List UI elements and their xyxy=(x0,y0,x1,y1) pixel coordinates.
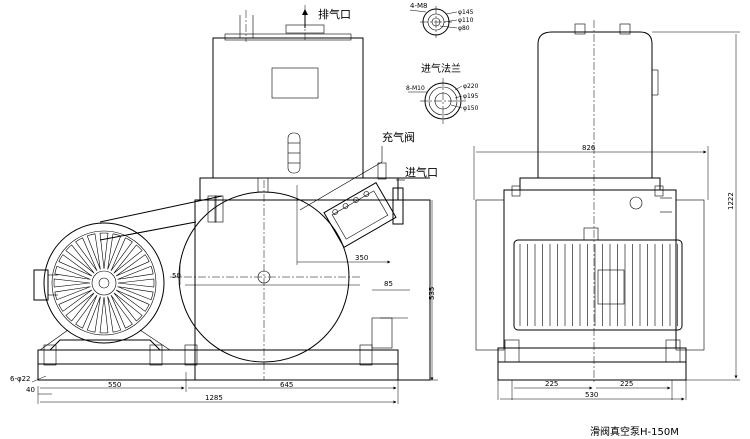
top-flange-d1: φ145 xyxy=(458,9,474,16)
side-nameplate xyxy=(271,67,319,99)
fan-blade xyxy=(107,233,122,270)
front-tank xyxy=(537,31,653,179)
fan-blade xyxy=(58,254,93,277)
front-base xyxy=(497,347,687,363)
fan-blade xyxy=(117,286,154,301)
motor-terminal-box-front xyxy=(597,269,625,305)
side-view: 排气口 进气口 充气阀 xyxy=(10,5,438,404)
inlet-label: 进气口 xyxy=(405,165,438,179)
exhaust-label: 排气口 xyxy=(318,7,351,21)
top-flange-detail: 4-M8 φ145 φ110 φ80 xyxy=(409,2,474,38)
inlet-flange-detail: 进气法兰 8-M10 φ220 φ195 φ150 xyxy=(406,62,479,124)
dim-550: 550 xyxy=(108,381,121,389)
dim-530: 530 xyxy=(585,391,598,399)
fan-blade xyxy=(99,296,109,334)
fan-blade xyxy=(75,237,98,272)
dim-6phi22: 6-φ22 xyxy=(10,375,31,383)
fan-blade xyxy=(65,244,95,274)
inlet-flange-d1: φ220 xyxy=(463,83,479,90)
fan-blade xyxy=(86,233,101,270)
fan-blade xyxy=(110,294,133,329)
inlet-flange-label: 进气法兰 xyxy=(421,62,461,75)
dim-225-right: 225 xyxy=(620,380,633,388)
fan-blade xyxy=(58,289,93,312)
dim-645: 645 xyxy=(280,381,293,389)
fan-blade xyxy=(117,265,154,280)
fan-blade xyxy=(113,244,143,274)
dim-535: 535 xyxy=(428,287,436,300)
top-flange-bolts: 4-M8 xyxy=(410,2,427,10)
dim-85: 85 xyxy=(384,280,393,288)
fan-blade xyxy=(115,254,150,277)
dim-40: 40 xyxy=(26,386,35,394)
fan-blade xyxy=(54,265,91,280)
top-flange-d3: φ80 xyxy=(458,25,470,32)
inlet-flange-bolts: 8-M10 xyxy=(406,85,425,92)
fan-blade xyxy=(75,294,98,329)
fan-blade xyxy=(113,292,143,322)
fan-blade xyxy=(65,292,95,322)
fan-blade xyxy=(99,232,109,270)
fan-blade xyxy=(53,278,91,288)
inflate-valve-label: 充气阀 xyxy=(382,130,415,144)
top-flange-d2: φ110 xyxy=(458,17,474,24)
fan-blade xyxy=(117,278,155,288)
inlet-manifold xyxy=(323,181,397,249)
dim-350: 350 xyxy=(355,254,368,262)
drawing-title: 滑阀真空泵H-150M xyxy=(590,425,679,438)
motor-terminal-box xyxy=(33,269,49,301)
fan-blade xyxy=(110,237,133,272)
fan-blade xyxy=(54,286,91,301)
side-motor-fan xyxy=(43,222,165,344)
inlet-flange-d3: φ150 xyxy=(463,105,479,112)
dim-826: 826 xyxy=(582,144,596,152)
side-base xyxy=(37,349,399,365)
inlet-flange-d2: φ195 xyxy=(463,93,479,100)
front-view: 826 1222 225 225 530 xyxy=(473,20,740,401)
dim-225-left: 225 xyxy=(545,380,558,388)
fan-blade xyxy=(107,296,122,333)
dim-50: 50 xyxy=(172,272,181,280)
fan-blade xyxy=(115,289,150,312)
dim-1285: 1285 xyxy=(205,394,223,402)
fan-blade xyxy=(86,296,101,333)
dim-1222: 1222 xyxy=(727,192,735,210)
